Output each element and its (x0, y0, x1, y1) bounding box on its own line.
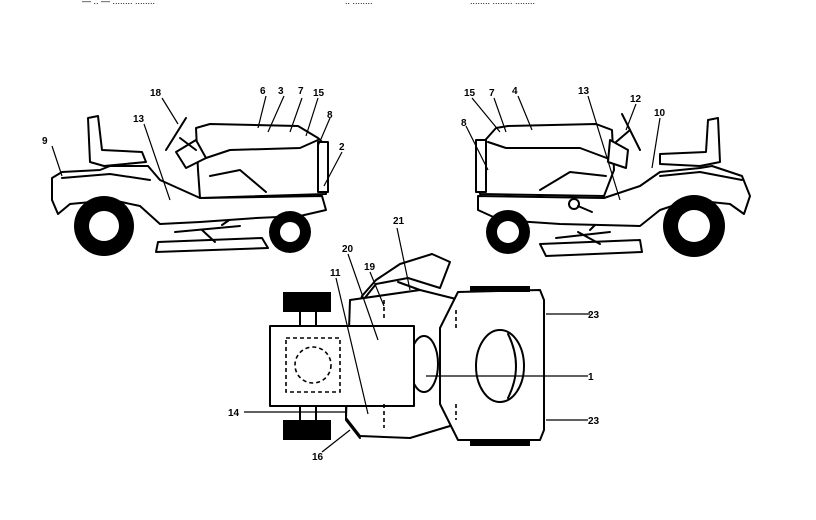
steering-column-left (179, 137, 197, 151)
lift-lever-knob (568, 198, 580, 210)
callout-label: 16 (312, 452, 324, 463)
callout-label: 1 (588, 372, 594, 383)
chassis-right (477, 165, 751, 227)
rear-body-top (269, 325, 415, 407)
callout-label: 18 (150, 88, 162, 99)
leaders-left (51, 95, 343, 201)
hood-panel-right (487, 141, 613, 161)
rear-rim-left (89, 211, 119, 241)
grille-left (317, 141, 329, 193)
leaders-right (465, 95, 661, 201)
callout-label: 13 (578, 86, 590, 97)
callout-label: 13 (133, 114, 145, 125)
header-middle: .. ........ (345, 0, 373, 6)
callout-label: 7 (489, 88, 495, 99)
leaders-top (244, 227, 590, 453)
page-header: — .. — ........ ........ .. ........ ...… (82, 0, 535, 6)
callout-label: 6 (260, 86, 266, 97)
callout-label: 20 (342, 244, 354, 255)
steering-wheel-left (165, 117, 187, 151)
steering-column-right (615, 129, 631, 143)
front-tire-bottom (470, 440, 530, 446)
discharge-chute (359, 253, 451, 305)
deck-rear-edge (345, 405, 361, 439)
callout-label: 4 (512, 86, 518, 97)
steering-wheel-right (621, 113, 641, 151)
callout-label: 15 (464, 88, 476, 99)
mower-deck-left (155, 237, 269, 253)
tractor-top-view: 21 20 19 11 23 1 23 14 16 (228, 216, 600, 463)
hood-oval-inner (507, 333, 517, 399)
axle-lines (299, 311, 317, 421)
hood-right (479, 123, 615, 197)
callout-label: 15 (313, 88, 325, 99)
hood-side-line-left (209, 169, 267, 193)
callout-label: 11 (330, 268, 341, 279)
callout-label: 21 (393, 216, 405, 227)
tractor-left-side-view: 18 6 3 7 15 8 2 13 9 (42, 86, 345, 256)
seat-dashed-circle (294, 346, 332, 384)
rear-tire-bottom (283, 420, 331, 440)
callout-label: 23 (588, 416, 600, 427)
seat-dashed-outline (285, 337, 341, 393)
callout-label: 2 (339, 142, 345, 153)
callout-label: 9 (42, 136, 48, 147)
callout-label: 12 (630, 94, 642, 105)
seat-right (659, 117, 721, 167)
callout-label: 8 (461, 118, 467, 129)
deck-dashed-lines (383, 300, 457, 428)
callout-label: 14 (228, 408, 240, 419)
callout-label: 3 (278, 86, 284, 97)
tractor-right-side-view: 15 7 4 13 12 10 8 (461, 86, 751, 257)
lift-lever-right (577, 205, 593, 213)
fender-line-right (659, 171, 743, 181)
seat-left (87, 115, 147, 167)
hood-oval (475, 329, 525, 403)
mower-deck-right (539, 239, 643, 257)
hood-side-line-right (539, 171, 607, 191)
callout-label: 7 (298, 86, 304, 97)
callout-label: 10 (654, 108, 666, 119)
rear-tire-top (283, 292, 331, 312)
rear-rim-right (678, 210, 710, 242)
header-right: ........ ........ ........ (470, 0, 535, 6)
callout-label: 19 (364, 262, 376, 273)
fender-line-left (61, 173, 151, 181)
hood-panel-left (199, 139, 319, 161)
dash-right (607, 139, 629, 169)
front-rim-right (497, 221, 519, 243)
header-left: — .. — ........ ........ (82, 0, 155, 6)
callout-label: 23 (588, 310, 600, 321)
front-rim-left (280, 222, 300, 242)
callout-label: 8 (327, 110, 333, 121)
front-tire-top (470, 286, 530, 292)
